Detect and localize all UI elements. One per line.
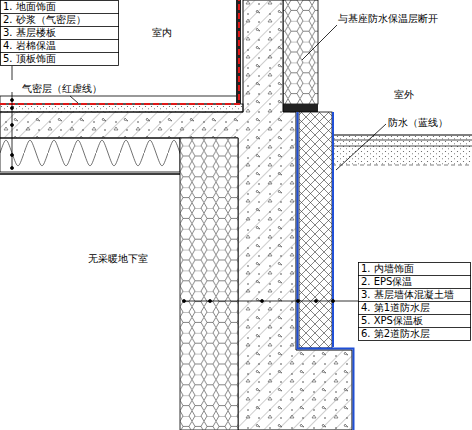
floor-finish — [0, 0, 243, 112]
table-row: 1. 地面饰面 — [3, 0, 56, 13]
upper-wall-insulation — [283, 0, 318, 112]
leader-line — [11, 24, 387, 303]
table-row: 4. 岩棉保温 — [3, 39, 56, 52]
table-row: 1. 内墙饰面 — [361, 262, 414, 275]
waterproof-line — [298, 112, 354, 430]
xps-insulation — [299, 112, 332, 348]
air-barrier-line — [0, 0, 239, 104]
note-label: 防水（蓝线） — [386, 116, 450, 129]
concrete-structure — [0, 0, 352, 430]
table-row: 3. 基层墙体混凝土墙 — [361, 288, 454, 301]
exterior-ground — [332, 135, 472, 165]
room-label: 无采暖地下室 — [86, 252, 150, 265]
note-label: 气密层（红虚线） — [20, 82, 104, 95]
rock-wool-insulation — [0, 138, 180, 174]
waterproof-line — [332, 112, 334, 347]
table-row: 3. 基层楼板 — [3, 26, 56, 39]
table-row: 6. 第2道防水层 — [361, 327, 430, 340]
table-row: 5. XPS保温板 — [361, 314, 423, 327]
eps-insulation — [180, 138, 238, 430]
table-row: 5. 顶板饰面 — [3, 52, 56, 65]
note-label: 与基座防水保温层断开 — [336, 12, 440, 25]
room-label: 室外 — [392, 88, 416, 101]
table-frame — [0, 1, 471, 341]
table-row: 2. 砂浆（气密层） — [3, 13, 86, 26]
table-row: 4. 第1道防水层 — [361, 301, 430, 314]
room-label: 室内 — [150, 26, 174, 39]
table-row: 2. EPS保温 — [361, 275, 412, 288]
